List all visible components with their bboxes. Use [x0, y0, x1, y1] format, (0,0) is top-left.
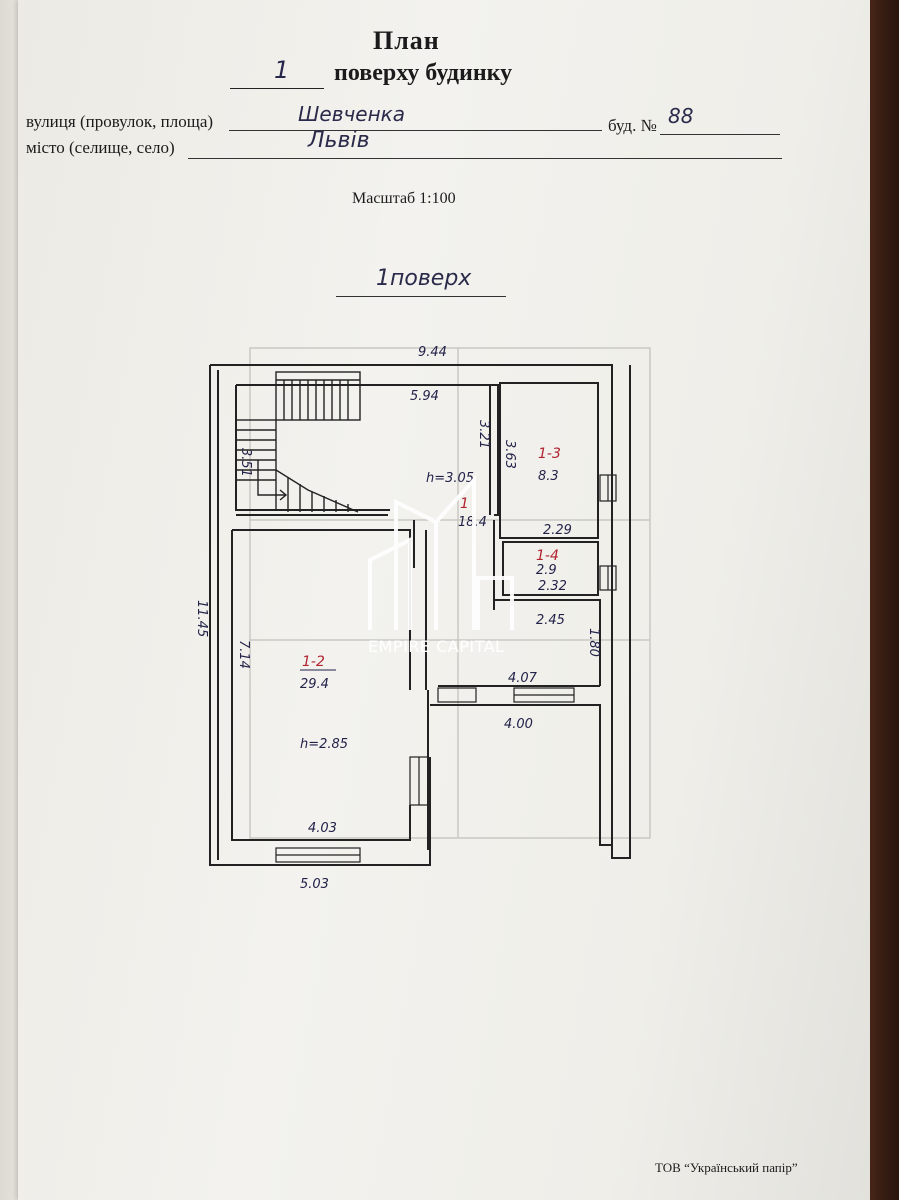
windows [275, 474, 617, 863]
floor-plan: 9.44 11.45 5.03 5.94 3.63 3.21 2.29 2.32… [194, 345, 651, 892]
dim-room-13-height: 3.63 [502, 440, 517, 469]
dim-top-room-width: 5.94 [410, 389, 439, 404]
room-12-height: h=2.85 [300, 737, 348, 752]
building-underline [660, 134, 780, 135]
staircase [235, 371, 361, 513]
room-1-height: h=3.05 [426, 471, 474, 486]
document-sheet: План 1 поверху будинку вулиця (провулок,… [18, 0, 870, 1200]
dim-hall-width: 4.07 [508, 671, 538, 686]
dim-bottom-outer: 5.03 [300, 877, 329, 892]
scale-label: Масштаб 1:100 [352, 190, 456, 207]
building-label: буд. № [608, 116, 657, 135]
floor-heading-text: 1поверх [376, 266, 472, 291]
bleed-through-lines [249, 347, 651, 839]
floor-number: 1 [274, 56, 290, 84]
stair-label: 3.51 [238, 448, 253, 477]
city-value: Львів [308, 128, 370, 153]
street-label: вулиця (провулок, площа) [26, 112, 214, 131]
page-title: План [373, 26, 440, 55]
room-14-number: 1-4 [536, 548, 559, 564]
room-13-number: 1-3 [538, 446, 561, 462]
publisher-footer: ТОВ “Український папір” [655, 1160, 798, 1175]
floor-number-field: 1 [230, 56, 324, 89]
city-underline [188, 158, 782, 159]
room-13-area: 8.3 [538, 469, 559, 484]
dim-room-14-width: 2.32 [538, 579, 567, 594]
dim-outer-length: 11.45 [194, 600, 209, 637]
city-label: місто (селище, село) [26, 138, 175, 157]
room-12-number: 1-2 [302, 654, 325, 670]
dim-side-321: 3.21 [476, 420, 491, 449]
floor-heading: 1поверх [336, 266, 506, 297]
dim-room-12-width: 4.03 [308, 821, 337, 836]
dim-outer-width: 9.44 [418, 345, 447, 360]
room-1-number: 1 [460, 496, 469, 512]
street-value: Шевченка [298, 102, 406, 126]
outer-walls [209, 364, 631, 866]
room-12-area: 29.4 [300, 677, 329, 692]
watermark-text: EMPIRE CAPITAL [368, 637, 504, 656]
building-value: 88 [668, 104, 694, 128]
street-underline [229, 130, 602, 131]
dim-room-13-width: 2.29 [543, 523, 572, 538]
dim-lower-right-width: 4.00 [504, 717, 533, 732]
dim-corridor-height: 1.80 [586, 628, 601, 657]
room-14-area: 2.9 [536, 563, 557, 578]
page-subtitle: поверху будинку [334, 60, 513, 86]
dim-corridor-width: 2.45 [536, 613, 565, 628]
watermark-logo-icon [368, 474, 514, 630]
dim-room-12-height: 7.14 [236, 640, 251, 669]
